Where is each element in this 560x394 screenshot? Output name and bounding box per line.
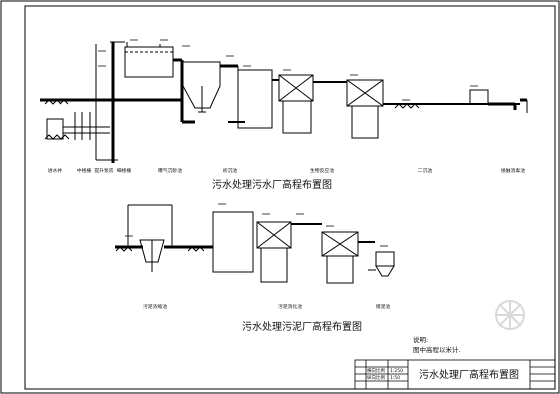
upper-unit-label: 生物反应池 [310, 167, 334, 174]
title-block [354, 359, 556, 390]
upper-unit-label: 中格栅 [77, 167, 92, 174]
title-block-scale-v-label: 纵向比例 [367, 374, 385, 381]
upper-profile [40, 41, 528, 163]
lower-elevation-marks [125, 203, 388, 247]
upper-title: 污水处理污水厂高程布置图 [212, 178, 332, 191]
lower-unit-label: 储泥池 [376, 303, 391, 310]
lower-unit-labels: 污泥浓缩池 污泥消化池 储泥池 [143, 303, 390, 310]
watermark-logo [495, 300, 525, 330]
upper-unit-labels: 进水井 中格栅 提升泵房 细格栅 曝气沉砂池 初沉池 生物反应池 二沉池 接触消… [48, 167, 525, 174]
sheet-inner-border [24, 5, 556, 390]
upper-unit-label: 进水井 [48, 167, 63, 174]
title-block-scale-h-value: 1:250 [390, 368, 403, 374]
upper-unit-label: 曝气沉砂池 [158, 167, 182, 174]
upper-unit-label: 提升泵房 [94, 167, 113, 174]
note-label: 说明: [413, 335, 428, 344]
lower-title: 污水处理污泥厂高程布置图 [242, 320, 362, 333]
lower-unit-label: 污泥消化池 [278, 303, 302, 310]
upper-unit-label: 细格栅 [117, 167, 132, 174]
title-block-drawing-title: 污水处理厂高程布置图 [419, 368, 519, 381]
note-text: 图中高程以米计. [413, 345, 461, 354]
upper-unit-label: 接触消毒池 [501, 167, 525, 174]
upper-unit-label: 二沉池 [418, 167, 433, 174]
title-block-scale-v-value: 1:50 [390, 375, 400, 381]
lower-profile [115, 204, 395, 284]
lower-unit-label: 污泥浓缩池 [143, 303, 167, 310]
upper-elevation-marks [98, 39, 478, 101]
title-block-scale-h-label: 横向比例 [367, 367, 385, 374]
upper-unit-label: 初沉池 [223, 167, 238, 174]
